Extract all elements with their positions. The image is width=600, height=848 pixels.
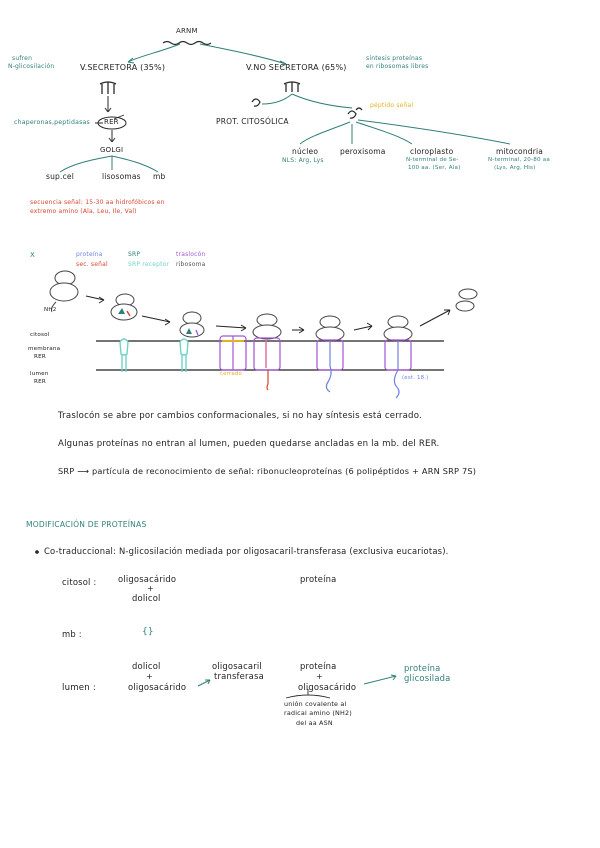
union-note-2: radical amino (NH2): [284, 709, 352, 717]
nh2-label: NH2: [44, 307, 57, 313]
mb-row-label: mb :: [62, 629, 82, 639]
citosol-proteina: proteína: [300, 574, 337, 584]
ribosome-translocon-2: [252, 313, 282, 340]
enzyme-label-1: oligosacaril: [212, 661, 262, 671]
prot-oligo: oligosacárido: [298, 682, 357, 692]
product-label-1: proteína: [404, 663, 441, 673]
mitocondria-note-2: (Lys, Arg, His): [494, 165, 536, 171]
sup-cel-label: sup.cel: [46, 172, 75, 181]
legend-marker: X: [30, 251, 35, 259]
rer-label: RER: [104, 118, 119, 126]
prot-plus: +: [316, 672, 323, 681]
lumen-plus: +: [146, 672, 153, 681]
product-label-2: glicosilada: [404, 673, 451, 683]
nucleo-label: núcleo: [292, 147, 319, 156]
cloroplasto-label: cloroplasto: [410, 147, 454, 156]
lumen-row-label: lumen :: [62, 683, 96, 693]
ribosome-translocon-4: [383, 315, 413, 342]
ribosome-signal: [110, 293, 138, 321]
enzyme-arrow: [197, 679, 211, 687]
sintesis-label-2: en ribosomas libres: [366, 63, 429, 70]
ribosome-released: [455, 288, 478, 312]
union-note-1: unión covalente al: [284, 700, 347, 708]
ribosome-docking: [179, 311, 205, 338]
legend-ribosoma: ribosoma: [176, 261, 206, 268]
lumen-label-1: lumen: [30, 371, 49, 377]
no-secretora-label: V.NO SECRETORA (65%): [246, 63, 347, 72]
cerrado-label: cerrado: [220, 371, 243, 377]
union-note-3: del aa ASN: [296, 719, 333, 727]
ribosome-glyph-2: [347, 107, 363, 119]
rer-circle: [97, 116, 127, 130]
abierto-label: (est. 18.): [402, 375, 429, 381]
legend-srp: SRP: [128, 251, 141, 258]
peroxisoma-label: peroxisoma: [340, 147, 386, 156]
legend-sec-senal: sec. señal: [76, 261, 108, 268]
secuencia-senal-1: secuencia señal: 15-30 aa hidrofóbicos e…: [30, 199, 165, 206]
mrna-squiggle: [162, 40, 212, 46]
srp-receptor-1: [119, 338, 129, 372]
srp-receptor-2: [179, 338, 189, 372]
chaperonas-label: chaperonas,peptidasas: [14, 119, 90, 126]
lumen-oligo: oligosacárido: [128, 682, 187, 692]
ribosome-glyph-1: [251, 98, 261, 107]
golgi-label: GOLGI: [100, 146, 124, 154]
note-line-3: SRP ⟶ partícula de reconocimiento de señ…: [58, 466, 477, 476]
prot-citosolica-label: PROT. CITOSÓLICA: [216, 117, 289, 126]
membrana-label-1: membrana: [28, 346, 61, 352]
lumen-label-2: RER: [34, 379, 46, 385]
legend-proteina: proteína: [76, 251, 103, 258]
prot-label: proteína: [300, 661, 337, 671]
sufren-label-2: N-glicosilación: [8, 63, 55, 70]
legend-srp-receptor: SRP receptor: [128, 261, 170, 268]
secuencia-senal-2: extremo amino (Ala, Leu, Ile, Val): [30, 208, 137, 215]
citosol-oligo: oligosacárido: [118, 574, 177, 584]
section-bullet: Co-traduccional: N-glicosilación mediada…: [44, 546, 449, 556]
secretora-label: V.SECRETORA (35%): [80, 63, 166, 72]
translocon-open-1: [253, 337, 281, 371]
mb-label: mb: [153, 172, 166, 181]
peptido-senal-label: péptido señal: [370, 102, 414, 109]
section-heading: MODIFICACIÓN DE PROTEÍNAS: [26, 520, 147, 529]
arrow-secretora: [127, 43, 181, 63]
golgi-branches: [59, 155, 159, 173]
fork-icon-2: [283, 81, 301, 92]
lisosomas-label: lisosomas: [102, 172, 141, 181]
citosol-plus: +: [147, 584, 154, 593]
cloroplasto-note-1: N-terminal de Se-: [406, 157, 459, 163]
note-line-1: Traslocón se abre por cambios conformaci…: [58, 411, 422, 421]
legend-traslocon: traslocón: [176, 251, 206, 258]
mitocondria-label: mitocondria: [496, 147, 544, 156]
branches-organelles: [299, 119, 511, 145]
enzyme-label-2: transferasa: [214, 671, 264, 681]
citosol-label: citosol: [30, 332, 50, 338]
lumen-dolicol: dolicol: [132, 661, 161, 671]
nucleo-note: NLS: Arg, Lys: [282, 157, 324, 164]
ribosome-translocon-3: [315, 315, 345, 342]
ribosome-free: [49, 270, 79, 302]
fork-icon: [99, 81, 117, 94]
arnm-label: ARNM: [176, 27, 198, 35]
union-bracket: [285, 689, 331, 699]
mitocondria-note-1: N-terminal, 20-80 aa: [488, 157, 551, 163]
product-arrow: [363, 675, 397, 685]
sintesis-label-1: síntesis proteínas: [366, 55, 423, 62]
mb-symbol: {}: [142, 627, 154, 637]
sufren-label-1: sufren: [12, 55, 33, 62]
cloroplasto-note-2: 100 aa. (Ser, Ala): [408, 165, 461, 171]
note-line-2: Algunas proteínas no entran al lumen, pu…: [58, 439, 440, 449]
membrana-label-2: RER: [34, 354, 46, 360]
bullet-dot: [35, 550, 39, 554]
translocon-open-2: [316, 339, 344, 371]
citosol-dolicol: dolicol: [132, 593, 161, 603]
arrow-no-secretora: [199, 43, 287, 65]
citosol-row-label: citosol :: [62, 577, 97, 587]
